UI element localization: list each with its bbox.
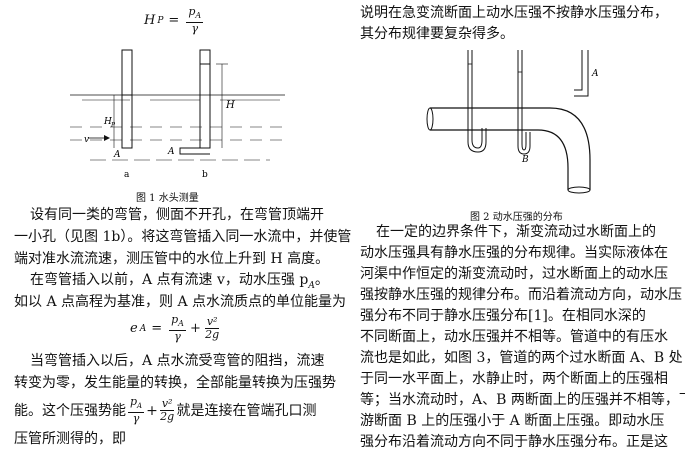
label-v: v (84, 135, 89, 145)
right-para-line3: 河渠中作恒定的渐变流动时，过水断面上的动水压 (360, 266, 668, 282)
formula-ea-lhs-sub: A (139, 323, 147, 334)
right-para-line9: 等；当水流动时，A、B 两断面上的压强并不相等，下 (360, 392, 685, 408)
formula-ea-lhs: e (130, 321, 138, 337)
inline-f2-den: 2g (160, 410, 175, 424)
right-para-line10: 游断面 B 上的压强小于 A 断面上压强。即动水压 (360, 413, 665, 429)
right-para-line6: 不同断面上，动水压强并不相等。管道中的有压水 (360, 329, 668, 345)
tube-b (199, 49, 211, 149)
figure-1-caption: 图 1 水头测量 (136, 193, 199, 204)
inline-f1-num-sub: A (137, 402, 143, 411)
left-para2-line1: 当弯管插入以后，A 点水流受弯管的阻挡，流速 (30, 353, 325, 369)
tube-a (121, 49, 133, 149)
left-para2-line3-b: 就是连接在管端孔口测 (176, 402, 317, 419)
right-para-line7: 流也是如此，如图 3，管道的两个过水断面 A、B 处 (360, 350, 683, 366)
fig2-label-b: B (521, 155, 529, 165)
left-para2-line3: 能。这个压强势能 pA γ + v² 2g 就是连接在管端孔口测 (14, 396, 316, 425)
formula-ea-fraction-1: pA γ (169, 314, 186, 343)
formula-ea-f1-num-sub: A (178, 319, 184, 329)
right-para-line4: 强按静水压强的规律分布。而沿着流动方向，动水压 (360, 287, 682, 303)
label-sub-b: b (202, 170, 208, 180)
label-hp-sub: P (110, 122, 116, 129)
left-para1-line1: 设有同一类的弯管，侧面不开孔，在弯管顶端开 (30, 207, 324, 223)
formula-hp-lhs: H (144, 13, 156, 29)
right-para-line11: 强分布沿着流动方向不同于静水压强分布。正是这 (360, 434, 668, 450)
label-a-point-2: A (167, 147, 175, 157)
figure-1-diagram: H H P v A A a b (70, 49, 285, 180)
inline-f2-num: v² (159, 397, 175, 412)
inline-f1-den: γ (132, 412, 140, 426)
figure-2-diagram: A B (426, 50, 599, 194)
formula-hp-num: p (188, 5, 196, 18)
formula-hp-fraction: pA γ (186, 5, 204, 36)
formula-ea-f2-num: v² (204, 315, 220, 330)
pipe-bend-inner (430, 129, 569, 190)
inline-f1-num: p (130, 395, 138, 408)
inline-fraction-2: v² 2g (159, 397, 175, 424)
inline-plus: + (146, 402, 158, 419)
formula-ea-f2-den: 2g (205, 328, 220, 342)
left-para2-line3-a: 能。这个压强势能 (14, 402, 126, 419)
formula-ea-fraction-2: v² 2g (204, 315, 220, 342)
right-para-line1: 在一定的边界条件下，渐变流动过水断面上的 (376, 224, 656, 240)
label-h: H (225, 100, 235, 111)
label-a-point-1: A (113, 150, 121, 160)
formula-ea-plus: + (189, 321, 201, 337)
left-para1-line4-end: 。 (314, 272, 329, 288)
left-para2-line4: 压管所测得的，即 (14, 431, 126, 447)
right-para-line2: 动水压强具有静水压强的分布规律。当实际液体在 (360, 245, 668, 261)
piezometer-right (517, 50, 531, 155)
left-para1-line4: 在弯管插入以前，A 点有流速 v，动水压强 pA。 (30, 271, 329, 295)
inline-fraction-1: pA γ (128, 395, 145, 426)
figure-2-caption: 图 2 动水压强的分布 (470, 212, 563, 223)
piezometer-left (467, 50, 487, 153)
formula-ea-f1-num: p (171, 313, 179, 326)
right-para-line8: 于同一水平面上，水静止时，两个断面上的压强相 (360, 371, 668, 387)
formula-ea-eq: = (151, 321, 163, 337)
left-para1-line3: 端对准水流流速，测压管中的水位上升到 H 高度。 (14, 251, 330, 267)
formula-hp-eq: = (168, 13, 180, 29)
left-para1-line4-text: 在弯管插入以前，A 点有流速 v，动水压强 p (30, 272, 309, 288)
left-para1-line5: 如以 A 点高程为基准，则 A 点水流质点的单位能量为 (14, 294, 347, 310)
right-para-line5: 强分布不同于静水压强分布[1]。在相同水深的 (360, 308, 646, 324)
fig2-label-a: A (591, 69, 599, 79)
formula-hp-num-sub: A (195, 11, 202, 21)
label-sub-a: a (124, 170, 130, 180)
label-hp: H (103, 117, 112, 127)
left-para2-line2: 转变为零，发生能量的转换，全部能量转换为压强势 (14, 375, 336, 391)
right-top-line1: 说明在急变流断面上动水压强不按静水压强分布， (360, 5, 668, 21)
formula-hp-den: γ (191, 22, 199, 36)
left-para1-line2: 一小孔（见图 1b）。将这弯管插入同一水流中，并使管 (14, 229, 352, 245)
formula-ea-f1-den: γ (174, 330, 181, 344)
right-top-line2: 其分布规律要复杂得多。 (360, 26, 514, 42)
pipe-bend-outer (430, 107, 591, 190)
left-para1-line4-sub: A (308, 280, 315, 291)
formula-hp-lhs-sub: P (157, 15, 164, 26)
